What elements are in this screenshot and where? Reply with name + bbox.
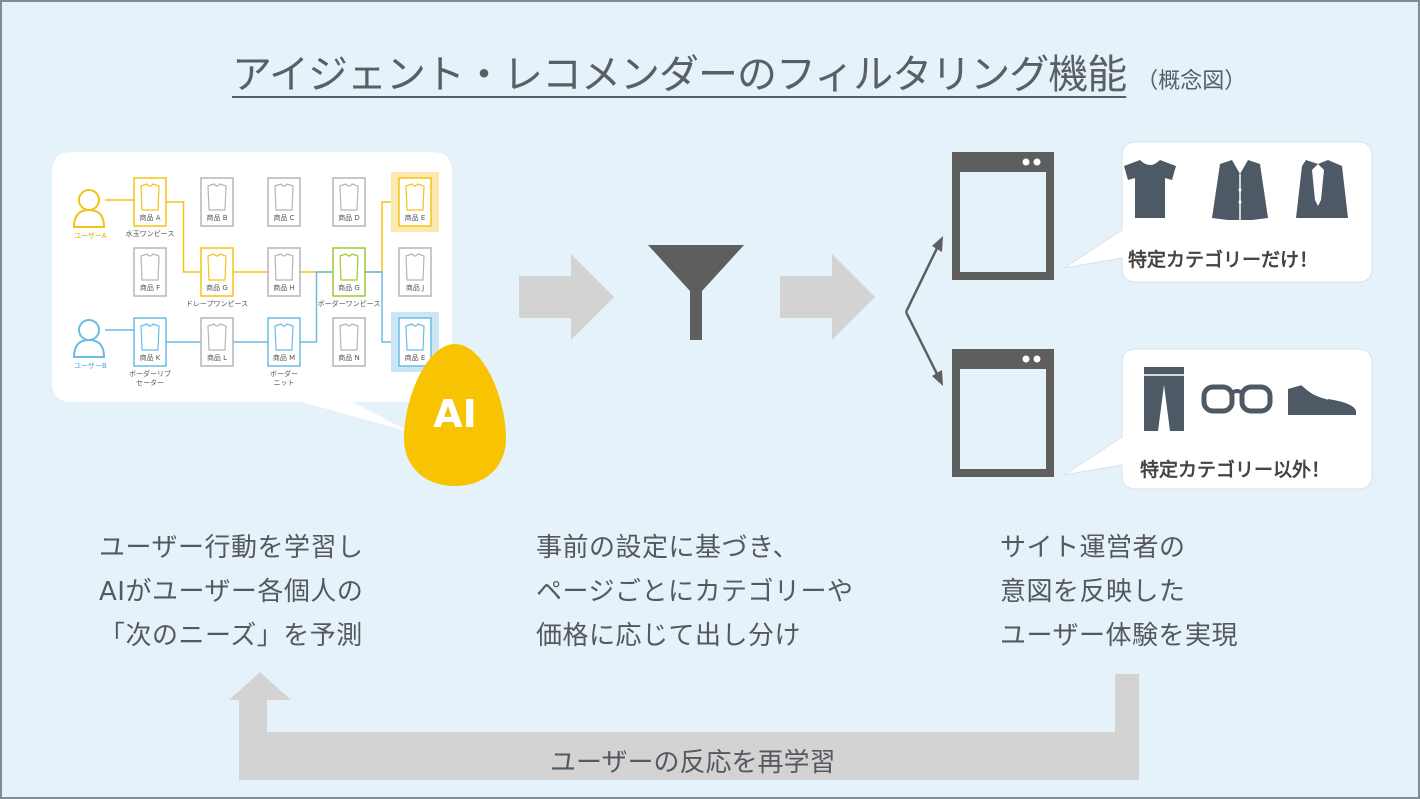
product-label: 商品 F bbox=[140, 283, 160, 292]
feedback-label: ユーザーの反応を再学習 bbox=[550, 748, 836, 778]
ai-label: AI bbox=[433, 392, 477, 436]
caption-line: AIがユーザー各個人の bbox=[99, 577, 364, 607]
ai-egg-icon bbox=[404, 344, 506, 486]
product-label: 商品 D bbox=[338, 213, 360, 222]
clothing-icon bbox=[207, 183, 227, 211]
product-card: 商品 H bbox=[267, 247, 301, 297]
caption-line: ユーザー体験を実現 bbox=[1000, 621, 1238, 651]
product-label: 商品 H bbox=[273, 283, 295, 292]
caption-line: ユーザー行動を学習し bbox=[99, 533, 364, 563]
product-card: 商品 D bbox=[332, 177, 366, 227]
clothing-icon bbox=[140, 183, 160, 211]
product-card: 商品 B bbox=[200, 177, 234, 227]
bubble-top bbox=[1063, 141, 1373, 283]
product-card: 商品 G ドレープワンピース bbox=[186, 247, 248, 308]
caption-center: 事前の設定に基づき、 ページごとにカテゴリーや 価格に応じて出し分け bbox=[536, 526, 853, 658]
product-name: 水玉ワンピース bbox=[126, 229, 175, 238]
clothing-icon bbox=[207, 323, 227, 351]
bubble-top-text: 特定カテゴリーだけ！ bbox=[1128, 249, 1319, 271]
user-a-icon bbox=[72, 189, 106, 228]
clothing-icon bbox=[140, 323, 160, 351]
product-label: 商品 L bbox=[207, 353, 227, 362]
flow-arrow-2 bbox=[780, 254, 875, 340]
product-label: 商品 A bbox=[139, 213, 160, 222]
caption-line: 意図を反映した bbox=[1000, 577, 1186, 607]
product-label: 商品 C bbox=[273, 213, 294, 222]
caption-left: ユーザー行動を学習し AIがユーザー各個人の 「次のニーズ」を予測 bbox=[99, 526, 363, 658]
clothing-icon bbox=[274, 253, 294, 281]
ai-diagram: 商品 A 水玉ワンピース 商品 B 商品 C 商品 D 商品 E 商品 F 商品 G ドレープワ… bbox=[52, 152, 452, 432]
branch-arrows bbox=[904, 236, 943, 386]
product-card: 商品 C bbox=[267, 177, 301, 227]
clothing-icon bbox=[339, 183, 359, 211]
bubble-bottom-text: 特定カテゴリー以外！ bbox=[1140, 459, 1331, 481]
user-b-icon bbox=[72, 319, 106, 358]
jacket-icon bbox=[1212, 160, 1268, 220]
clothing-icon bbox=[405, 183, 425, 211]
funnel-icon bbox=[648, 245, 744, 340]
pants-icon bbox=[1144, 367, 1184, 431]
tshirt-icon bbox=[1124, 160, 1176, 218]
user-b-label: ユーザーB bbox=[74, 362, 107, 370]
caption-line: サイト運営者の bbox=[1000, 533, 1186, 563]
product-label: 商品 M bbox=[273, 353, 295, 362]
product-label: 商品 J bbox=[406, 283, 424, 292]
clothing-icon bbox=[339, 323, 359, 351]
clothing-icon bbox=[405, 253, 425, 281]
product-card: 商品 A 水玉ワンピース bbox=[126, 177, 175, 238]
product-card: 商品 G ボーダーワンピース bbox=[318, 247, 381, 308]
title-subtitle: （概念図） bbox=[1136, 69, 1247, 94]
product-label: 商品 G bbox=[338, 283, 360, 292]
page-title: アイジェント・レコメンダーのフィルタリング機能 （概念図） bbox=[232, 42, 1246, 100]
shoe-icon bbox=[1288, 384, 1356, 415]
user-a-label: ユーザーA bbox=[74, 232, 107, 240]
product-label: 商品 K bbox=[140, 353, 161, 362]
product-name: ニット bbox=[274, 379, 295, 387]
product-card: 商品 E bbox=[391, 172, 439, 232]
feedback-loop-arrow bbox=[229, 672, 1139, 780]
product-label: 商品 E bbox=[405, 213, 426, 222]
caption-line: 事前の設定に基づき、 bbox=[536, 533, 800, 563]
clothing-icon bbox=[274, 183, 294, 211]
caption-line: 「次のニーズ」を予測 bbox=[99, 621, 363, 651]
product-card: 商品 J bbox=[398, 247, 432, 297]
product-name: ボーダーワンピース bbox=[318, 299, 381, 308]
title-text: アイジェント・レコメンダーのフィルタリング機能 bbox=[232, 52, 1127, 98]
caption-line: 価格に応じて出し分け bbox=[536, 621, 802, 651]
product-card: 商品 N bbox=[332, 317, 366, 367]
browser-window-icon bbox=[952, 349, 1054, 477]
clothing-icon bbox=[339, 253, 359, 281]
bubble-bottom bbox=[1063, 348, 1373, 490]
browser-window-icon bbox=[952, 152, 1054, 280]
product-name: ドレープワンピース bbox=[186, 300, 248, 308]
product-label: 商品 B bbox=[206, 213, 227, 222]
product-label: 商品 N bbox=[338, 353, 359, 362]
clothing-icon bbox=[207, 253, 227, 281]
product-label: 商品 G bbox=[206, 283, 228, 292]
product-name: ボーダーリブ bbox=[129, 369, 171, 378]
product-name: セーター bbox=[136, 378, 164, 387]
clothing-icon bbox=[140, 253, 160, 281]
product-card: 商品 F bbox=[133, 247, 167, 297]
caption-right: サイト運営者の 意図を反映した ユーザー体験を実現 bbox=[1000, 526, 1238, 658]
product-label: 商品 E bbox=[405, 353, 426, 362]
product-name: ボーダー bbox=[270, 369, 298, 378]
clothing-icon bbox=[274, 323, 294, 351]
caption-line: ページごとにカテゴリーや bbox=[536, 577, 854, 607]
glasses-icon bbox=[1201, 384, 1273, 414]
product-card: 商品 L bbox=[200, 317, 234, 367]
shirt-tie-icon bbox=[1296, 160, 1348, 218]
flow-arrow-1 bbox=[519, 254, 614, 340]
clothing-icon bbox=[405, 323, 425, 351]
product-grid: 商品 A 水玉ワンピース 商品 B 商品 C 商品 D 商品 E 商品 F 商品 G ドレープワ… bbox=[126, 172, 439, 387]
